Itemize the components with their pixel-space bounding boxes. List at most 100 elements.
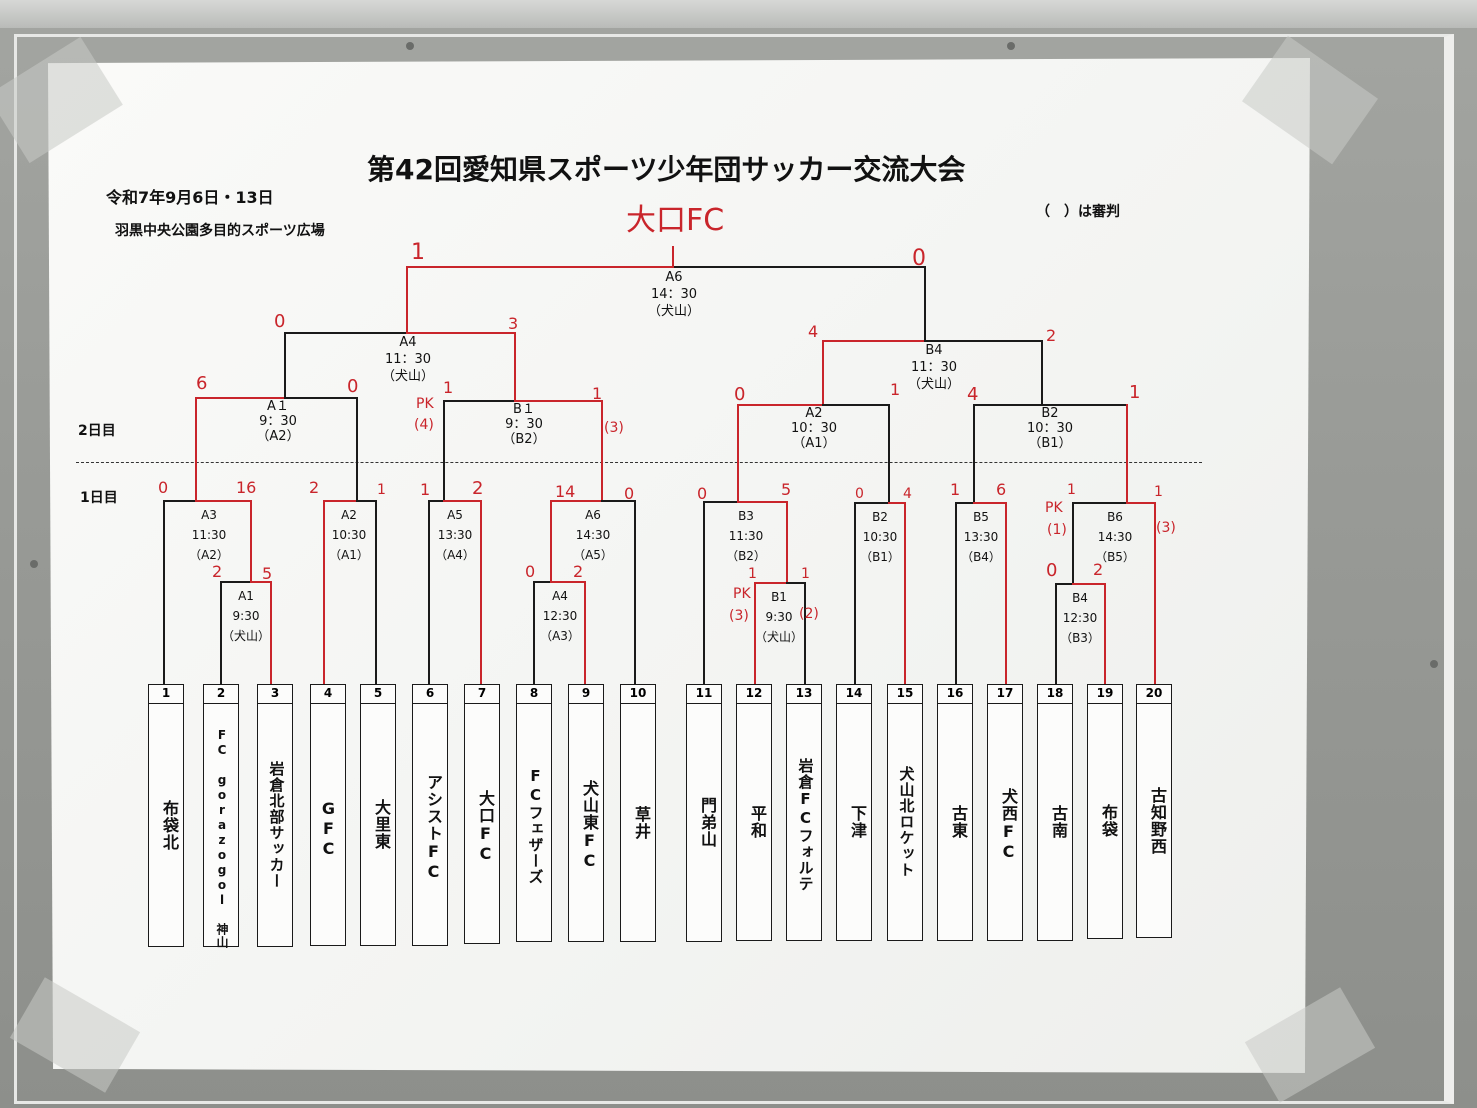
score-d2a2-left: 0: [734, 384, 746, 405]
score-d2b1-left: 1: [443, 378, 454, 397]
team-name: 大里東: [372, 799, 391, 850]
a5-leg-team7: [480, 500, 482, 685]
team-slot: [786, 703, 822, 941]
score-a5-left: 1: [420, 480, 431, 499]
pk-b1: PK: [733, 586, 751, 602]
score-a4-right: 2: [573, 562, 584, 581]
team-name: 岩倉北部サッカー: [267, 761, 286, 889]
team-slot: [686, 703, 722, 942]
team-name: 大口FC: [476, 789, 495, 864]
score-b1-right: 1: [801, 566, 810, 582]
d2a2-line-right: [822, 404, 889, 406]
pk-score-d2b1-left: (4): [414, 417, 434, 433]
b6-leg-team20: [1154, 502, 1156, 685]
d2a2-leg-right: [888, 404, 890, 502]
score-a6-right: 0: [624, 484, 635, 503]
semi-a-line-left: [284, 332, 408, 334]
team-name: 門弟山: [698, 797, 717, 848]
team-name: 古東: [949, 805, 968, 839]
pk-score-b1-left: (3): [729, 608, 749, 624]
team-name: 犬西FC: [999, 788, 1018, 862]
b3-leg-b1: [786, 501, 788, 583]
b5-line-left: [955, 502, 975, 504]
notice-board-frame: [14, 34, 1454, 1104]
team-name: FC gorazogol 神山: [215, 727, 229, 949]
d2b2-leg-right: [1126, 404, 1128, 502]
score-d2b2-left: 4: [967, 384, 979, 405]
team-name: 犬山東FC: [580, 780, 599, 871]
b1-leg-team13: [804, 582, 806, 685]
b4-leg-team18: [1055, 583, 1057, 685]
score-a5-right: 2: [472, 478, 484, 499]
d2b1-leg-left: [443, 400, 445, 501]
team-name: 下津: [848, 805, 867, 839]
final-line-right: [674, 266, 925, 268]
score-b3-left: 0: [697, 484, 708, 503]
board-screw: [406, 42, 414, 50]
pk-score-b6-left: (1): [1047, 522, 1067, 538]
team-slot: [987, 703, 1023, 941]
team-number: 8: [516, 684, 552, 704]
b5-line-right: [973, 502, 1006, 504]
b1-leg-team12: [754, 582, 756, 685]
final-leg-right: [924, 266, 926, 341]
team-number: 13: [786, 684, 822, 704]
a5-line-left: [428, 500, 445, 502]
team-slot: [464, 703, 500, 944]
d2a2-leg-left: [737, 404, 739, 502]
board-screw: [1430, 660, 1438, 668]
a3-line-right: [195, 500, 251, 502]
score-semi-b-right: 2: [1046, 326, 1057, 345]
team-number: 7: [464, 684, 500, 704]
semi-b-line-left: [822, 340, 926, 342]
a4-line-left: [533, 581, 552, 583]
a4-leg-team9: [584, 581, 586, 685]
score-b2-right: 4: [903, 486, 912, 502]
score-b5-left: 1: [950, 480, 961, 499]
score-final-left: 1: [411, 240, 425, 265]
score-a3-right: 16: [236, 478, 257, 497]
d2a1-line-right: [284, 397, 357, 399]
b1-line-left: [754, 582, 788, 584]
score-b1-left: 1: [748, 566, 757, 582]
a3-leg-a1: [250, 500, 252, 582]
semi-b-leg-right: [1041, 340, 1043, 406]
team-number: 11: [686, 684, 722, 704]
a6-line-left: [550, 500, 603, 502]
a6-line-right: [601, 500, 635, 502]
semi-b-leg-left: [822, 340, 824, 406]
team-name: 古知野西: [1148, 786, 1167, 855]
team-name: 平和: [748, 805, 767, 839]
score-b6-left: 1: [1067, 482, 1076, 498]
a5-leg-team6: [428, 500, 430, 685]
d2b1-line-left: [443, 400, 516, 402]
team-number: 15: [887, 684, 923, 704]
ceiling-strip: [0, 0, 1477, 28]
team-name: 布袋北: [160, 799, 179, 851]
a4-leg-team8: [533, 581, 535, 685]
team-slot: [412, 703, 448, 946]
event-date: 令和7年9月6日・13日: [106, 188, 274, 207]
score-b3-right: 5: [781, 480, 792, 499]
team-number: 16: [937, 684, 973, 704]
b3-line-right: [737, 501, 787, 503]
b3-line-left: [703, 501, 739, 503]
team-number: 6: [412, 684, 448, 704]
final-leg-left: [406, 266, 408, 334]
a2-leg-team4: [323, 500, 325, 685]
a1-line-right: [250, 581, 271, 583]
day-divider-line: [76, 462, 1202, 463]
a3-line-left: [163, 500, 197, 502]
score-b4-right: 2: [1093, 560, 1104, 579]
b1-line-right: [786, 582, 805, 584]
